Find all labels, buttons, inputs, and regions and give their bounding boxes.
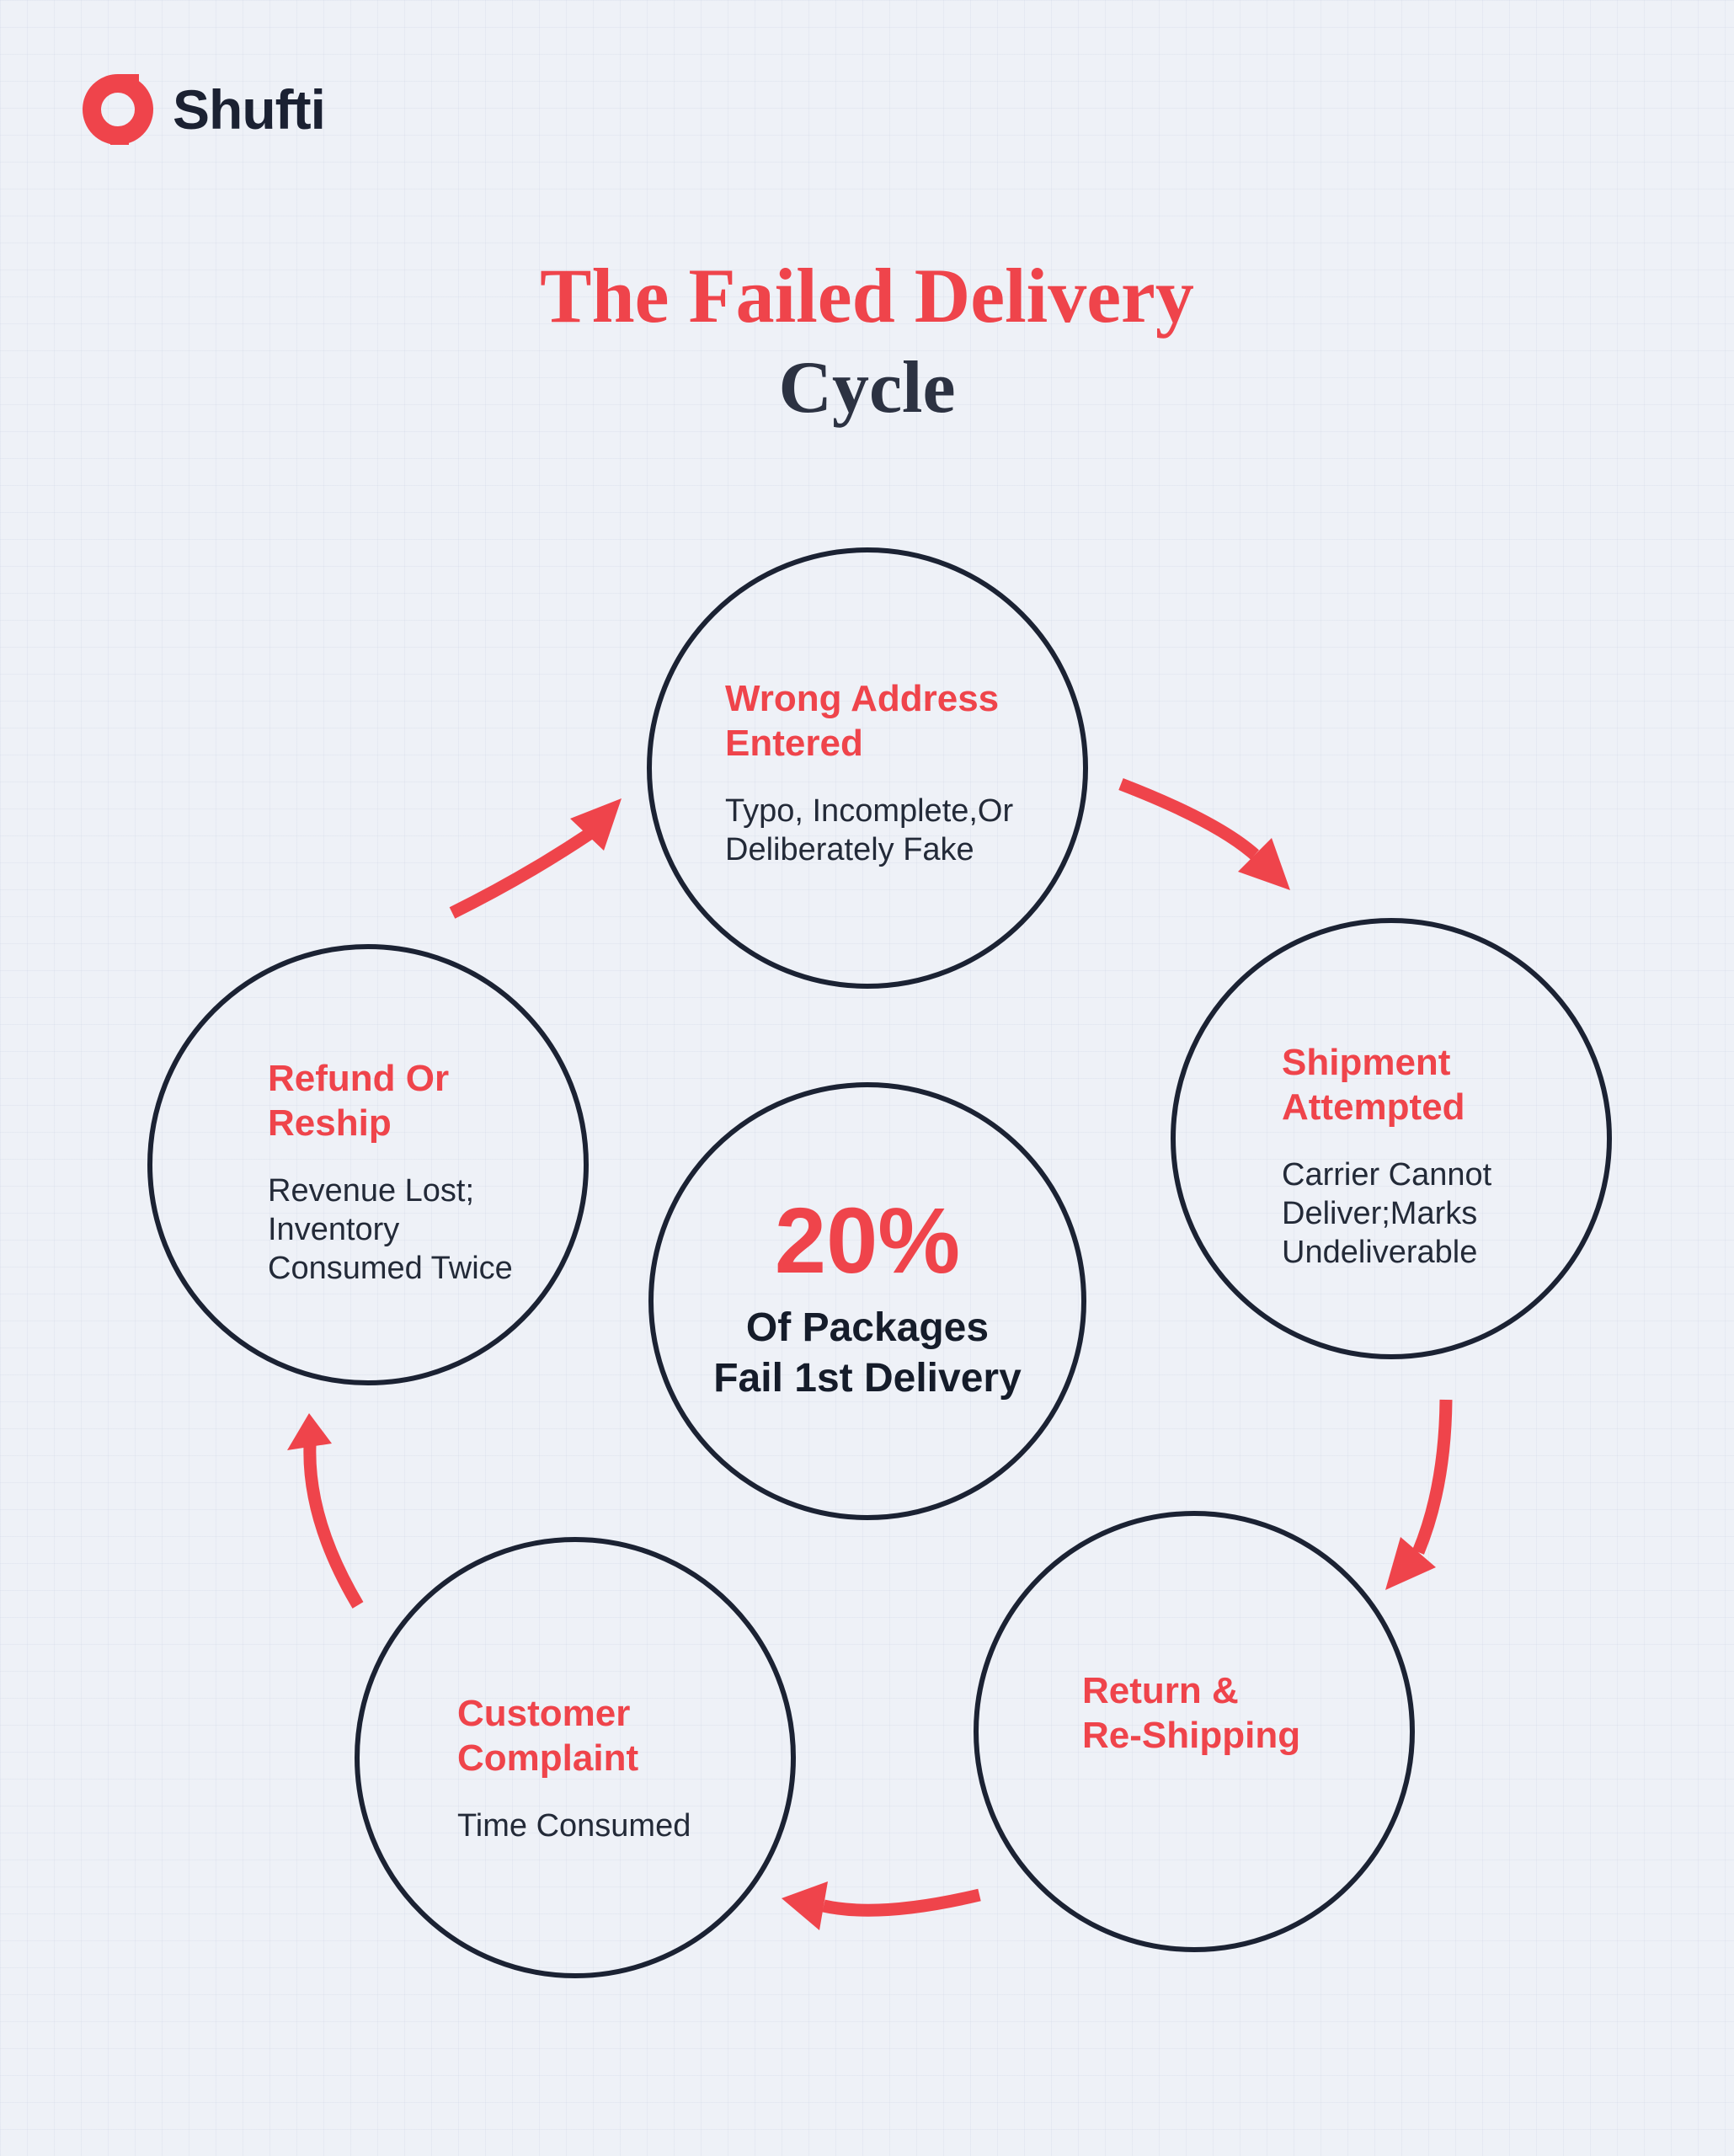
title-line-2: Cycle <box>778 347 956 430</box>
node-body: Typo, Incomplete,Or Deliberately Fake <box>725 792 1014 867</box>
cycle-node-return-reshipping: Return & Re-Shipping <box>974 1511 1415 1952</box>
node-heading: Return & Re-Shipping <box>1082 1670 1301 1756</box>
brand-name: Shufti <box>173 78 326 141</box>
arrow-complaint-to-refund-icon <box>287 1413 364 1609</box>
arrow-shipment-to-return-icon <box>1385 1399 1453 1590</box>
arrow-refund-to-wrong-address-icon <box>449 798 622 919</box>
node-text-block: Return & Re-Shipping <box>1082 1669 1300 1758</box>
cycle-node-wrong-address: Wrong Address Entered Typo, Incomplete,O… <box>647 547 1088 989</box>
cycle-node-shipment-attempted: Shipment Attempted Carrier Cannot Delive… <box>1171 918 1612 1359</box>
node-body: Revenue Lost; Inventory Consumed Twice <box>268 1172 513 1287</box>
node-text-block: Refund Or Reship Revenue Lost; Inventory… <box>268 1057 513 1289</box>
stat-value: 20% <box>774 1189 961 1293</box>
node-text-block: Customer Complaint Time Consumed <box>457 1692 691 1845</box>
node-heading: Shipment Attempted <box>1282 1042 1465 1128</box>
node-body: Time Consumed <box>457 1807 691 1844</box>
node-heading: Refund Or Reship <box>268 1058 450 1144</box>
node-body: Carrier Cannot Deliver;Marks Undeliverab… <box>1282 1156 1492 1271</box>
center-stat-circle: 20% Of Packages Fail 1st Delivery <box>648 1082 1086 1520</box>
node-heading: Customer Complaint <box>457 1693 639 1779</box>
arrow-wrong-address-to-shipment-icon <box>1118 778 1290 890</box>
node-heading: Wrong Address Entered <box>725 678 1000 764</box>
page-title: The Failed Delivery Cycle <box>0 253 1734 430</box>
shufti-logo: Shufti <box>80 72 326 147</box>
title-line-1: The Failed Delivery <box>540 253 1194 339</box>
shufti-ring-icon <box>83 74 153 145</box>
arrow-return-to-complaint-icon <box>782 1881 981 1930</box>
node-text-block: Shipment Attempted Carrier Cannot Delive… <box>1282 1041 1491 1273</box>
stat-caption: Of Packages Fail 1st Delivery <box>713 1305 1022 1401</box>
cycle-node-refund-reship: Refund Or Reship Revenue Lost; Inventory… <box>147 944 589 1385</box>
cycle-node-customer-complaint: Customer Complaint Time Consumed <box>355 1537 796 1978</box>
node-text-block: Wrong Address Entered Typo, Incomplete,O… <box>725 677 1013 869</box>
